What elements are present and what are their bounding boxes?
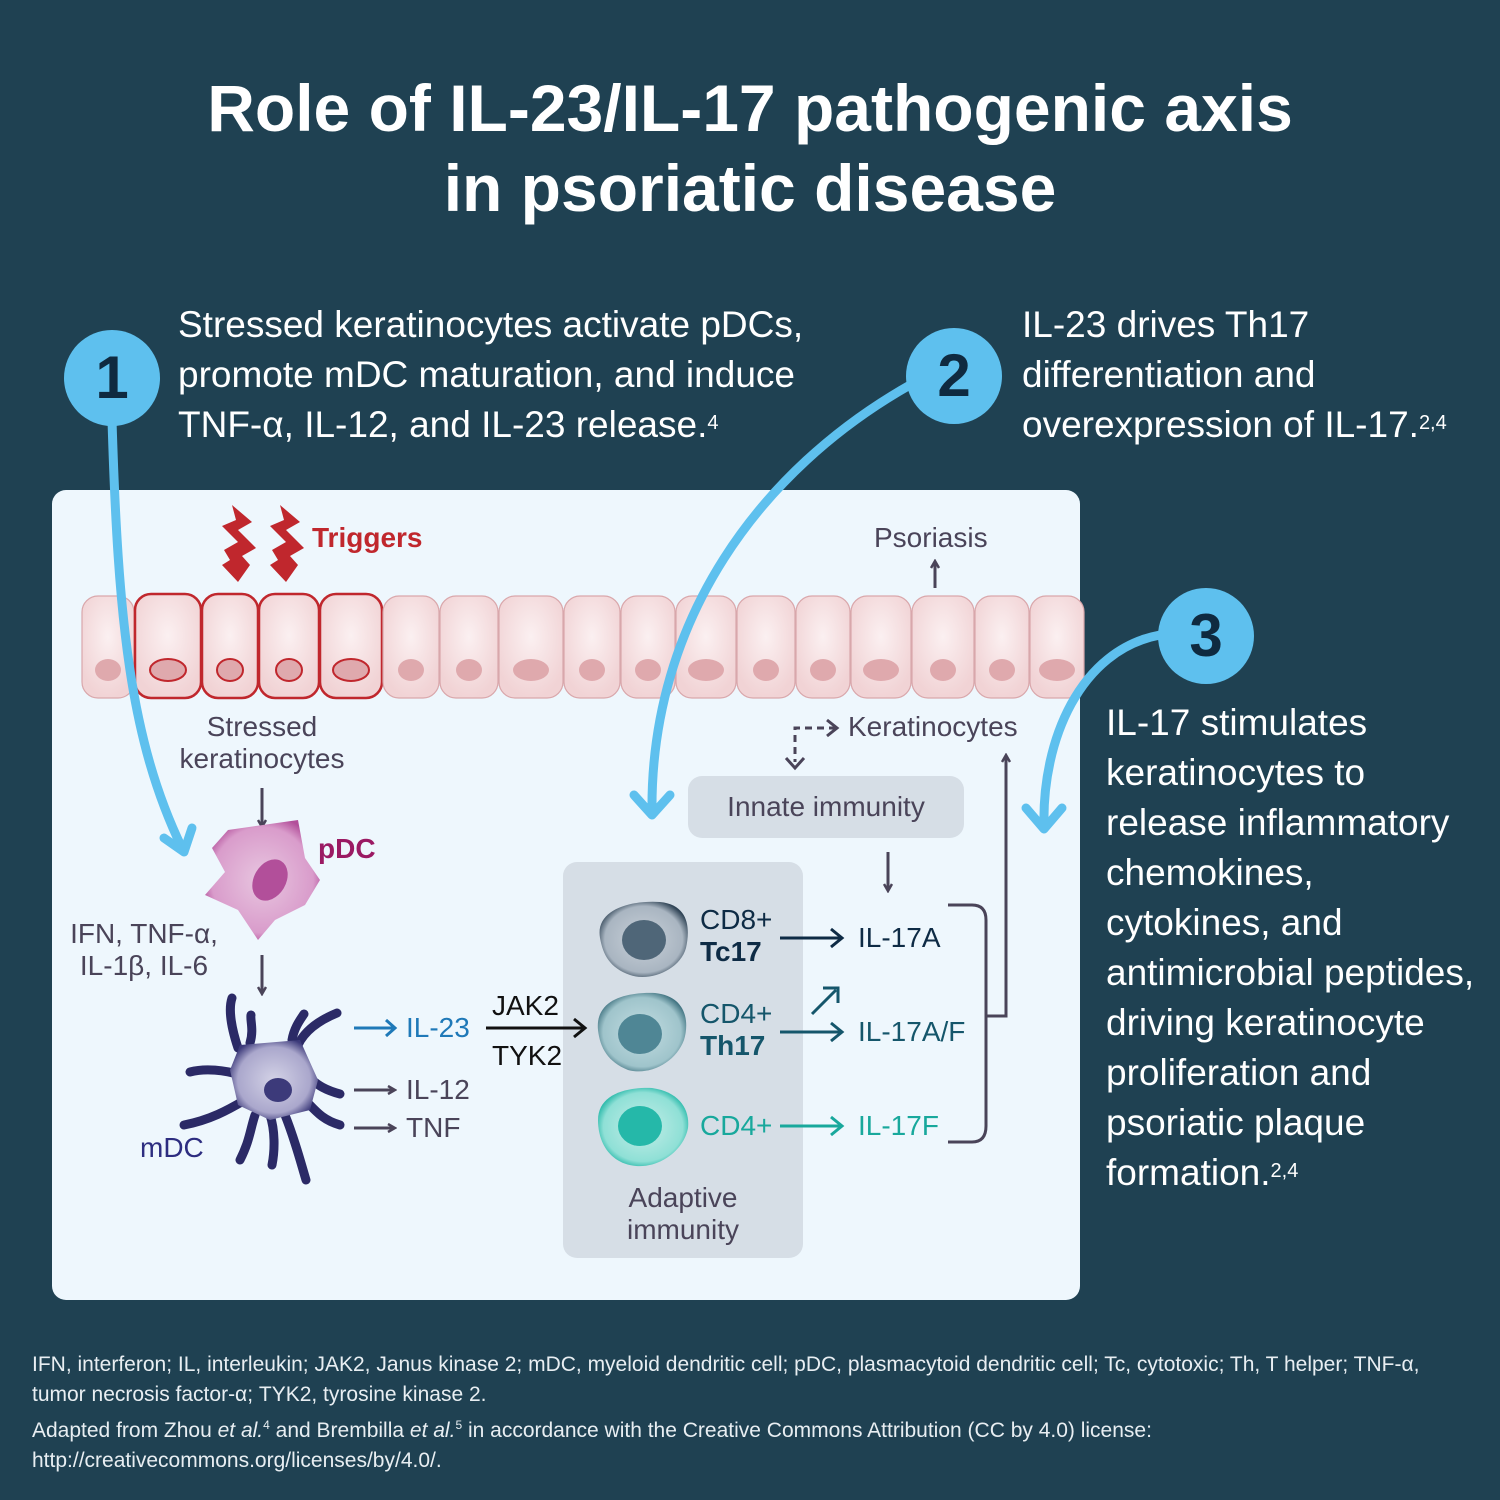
stressed-keratinocyte-cell <box>200 592 260 700</box>
il17f-label: IL-17F <box>858 1110 939 1141</box>
step-3-refs: 2,4 <box>1270 1160 1299 1182</box>
innate-immunity-box <box>688 776 964 838</box>
cell-nucleus <box>95 659 121 681</box>
keratinocyte-cell <box>850 595 912 699</box>
keratinocyte-cell <box>795 595 851 699</box>
mdc-cell-body <box>230 1040 318 1120</box>
pdc-cytokines-label: IFN, TNF-α, IL-1β, IL-6 <box>70 918 218 981</box>
innate-immunity-label: Innate immunity <box>727 791 925 822</box>
th17-cell-label: CD4+ Th17 <box>700 998 773 1061</box>
adaptive-immunity-label: Adaptive immunity <box>626 1182 739 1245</box>
step-1-arrowhead <box>159 823 197 857</box>
th17-to-il17a-arrow <box>810 988 838 1016</box>
step-2-badge: 2 <box>906 328 1002 424</box>
title-line-1: Role of IL-23/IL-17 pathogenic axis <box>207 71 1293 145</box>
cell-nucleus <box>149 658 187 682</box>
step-3-description: IL-17 stimulates keratinocytes to releas… <box>1106 702 1475 1193</box>
keratinocytes-label: Keratinocytes <box>848 711 1018 742</box>
keratinocyte-cell <box>382 595 440 699</box>
keratinocyte-cell <box>1029 595 1085 699</box>
cell-nucleus <box>332 658 370 682</box>
triggers-label: Triggers <box>312 522 423 553</box>
step-1-arrow <box>107 415 187 853</box>
cell-nucleus <box>989 659 1015 681</box>
keratinocyte-cell <box>620 595 676 699</box>
il12-label: IL-12 <box>406 1074 470 1105</box>
cell-nucleus <box>398 659 424 681</box>
keratinocyte-cell <box>974 595 1030 699</box>
keratinocyte-layer <box>81 592 1085 700</box>
cell-nucleus <box>930 659 956 681</box>
stressed-keratinocytes-label: Stressed keratinocytes <box>179 711 345 774</box>
attribution-text: Adapted from Zhou et al.4 and Brembilla … <box>32 1418 1152 1442</box>
step-1-refs: 4 <box>707 412 719 434</box>
stressed-keratinocyte-cell <box>318 592 384 700</box>
il17-to-keratinocytes-arrow <box>986 756 1006 1018</box>
th17-cell-icon <box>597 992 687 1072</box>
step-2-refs: 2,4 <box>1418 412 1447 434</box>
step-3-badge: 3 <box>1158 588 1254 684</box>
step-1-badge: 1 <box>64 330 160 426</box>
tyk2-label: TYK2 <box>492 1040 563 1071</box>
keratinocyte-cell <box>498 595 564 699</box>
footer-notes: IFN, interferon; IL, interleukin; JAK2, … <box>32 1350 1472 1476</box>
jak2-label: JAK2 <box>492 990 559 1021</box>
tc17-cell-icon <box>599 901 688 977</box>
keratinocytes-dashed-arrow <box>793 726 836 762</box>
step-3-arrowhead <box>1021 803 1067 834</box>
cell-nucleus <box>1039 659 1075 681</box>
step-connector-arrows <box>107 380 1165 857</box>
il17-bracket <box>948 903 988 1144</box>
step-2-arrow <box>647 380 915 817</box>
cell-nucleus <box>753 659 779 681</box>
il17af-label: IL-17A/F <box>858 1016 966 1047</box>
tc17-cell-label: CD8+ Tc17 <box>700 904 773 967</box>
psoriasis-label: Psoriasis <box>874 522 988 553</box>
step-2-description: IL-23 drives Th17 differentiation and ov… <box>1022 304 1447 445</box>
cell-nucleus <box>216 658 244 682</box>
pdc-label: pDC <box>318 833 376 864</box>
stressed-keratinocyte-cell <box>133 592 203 700</box>
tnf-label: TNF <box>406 1112 461 1143</box>
step-3-arrow <box>1039 630 1165 831</box>
keratinocyte-cell <box>675 595 737 699</box>
step-1-description: Stressed keratinocytes activate pDCs, pr… <box>178 304 804 445</box>
abbreviations-text: IFN, interferon; IL, interleukin; JAK2, … <box>32 1353 1420 1406</box>
il23-label: IL-23 <box>406 1012 470 1043</box>
keratinocyte-cell <box>911 595 975 699</box>
cell-nucleus <box>513 659 549 681</box>
cd4-cell-icon <box>598 1087 689 1167</box>
license-link[interactable]: http://creativecommons.org/licenses/by/4… <box>32 1449 442 1472</box>
cell-nucleus <box>579 659 605 681</box>
cd4-cell-label: CD4+ <box>700 1110 773 1141</box>
cell-nucleus <box>635 659 661 681</box>
keratinocyte-cell <box>736 595 796 699</box>
trigger-bolt-icon <box>222 505 304 582</box>
step-2-arrowhead <box>629 790 675 820</box>
stressed-keratinocyte-cell <box>257 592 321 700</box>
keratinocyte-cell <box>563 595 621 699</box>
il17a-label: IL-17A <box>858 922 941 953</box>
keratinocyte-cell <box>439 595 499 699</box>
mdc-label: mDC <box>140 1132 204 1163</box>
cell-nucleus <box>275 658 303 682</box>
title-line-2: in psoriatic disease <box>443 151 1057 225</box>
page-title: Role of IL-23/IL-17 pathogenic axis in p… <box>0 68 1500 228</box>
cell-nucleus <box>688 659 724 681</box>
cell-nucleus <box>863 659 899 681</box>
pdc-cell-icon <box>205 820 320 940</box>
cell-nucleus <box>456 659 482 681</box>
cell-nucleus <box>810 659 836 681</box>
